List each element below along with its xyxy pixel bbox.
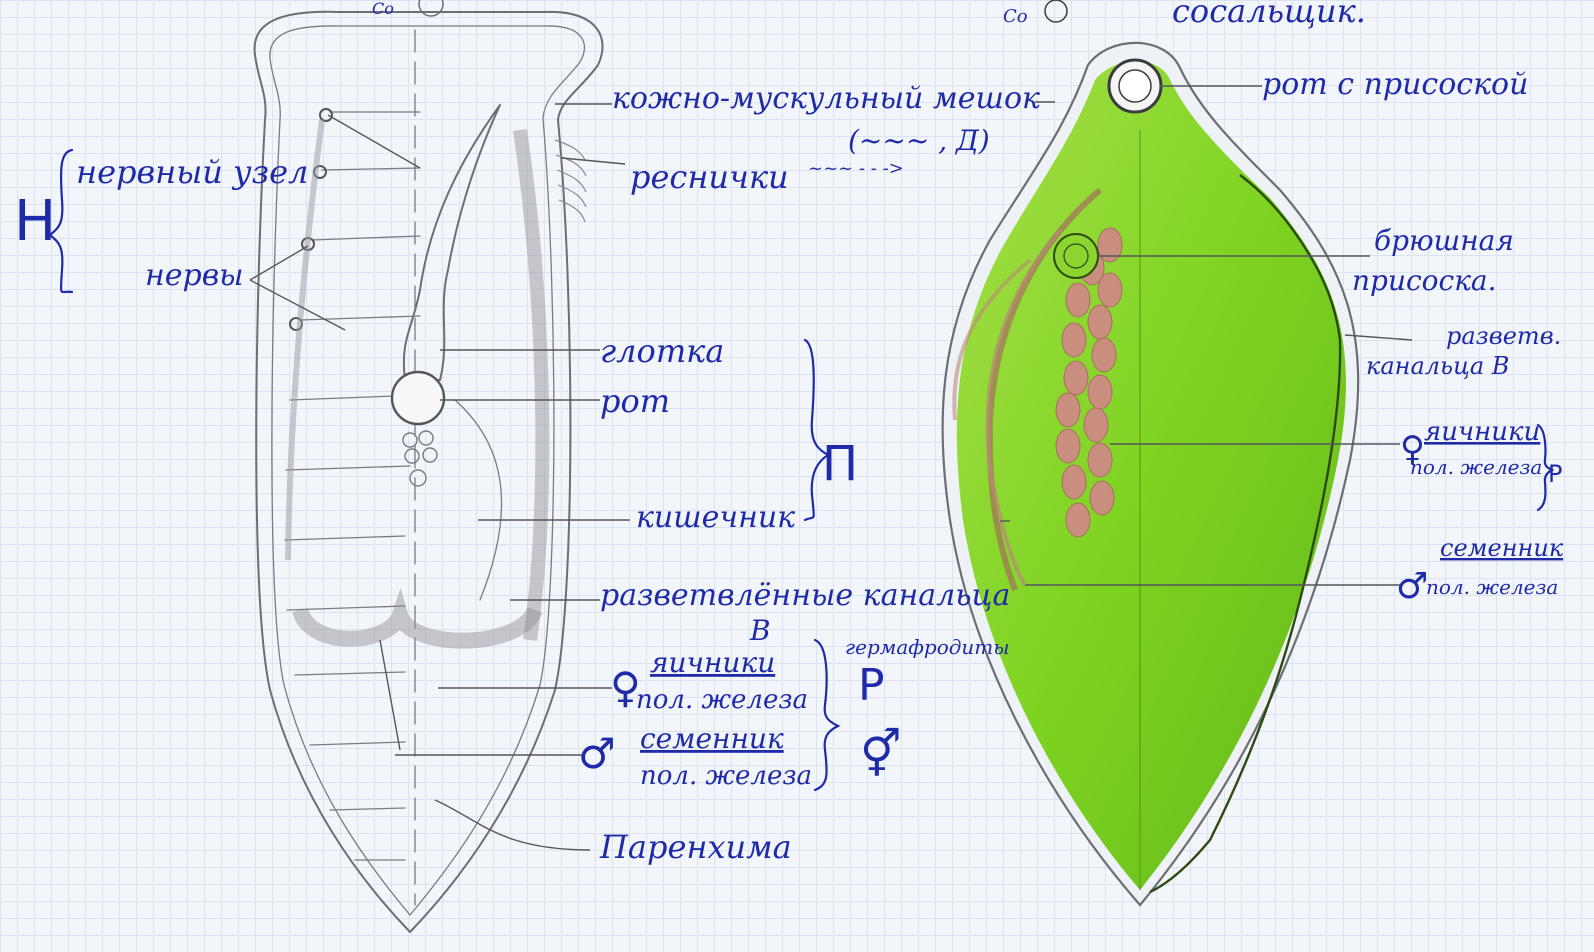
group-h-letter: Н — [14, 189, 56, 254]
label-branched-canals: разветвлённые канальца — [600, 578, 1010, 613]
label-nerves: нервы — [145, 258, 244, 293]
label-fluke-title: сосальщик. — [1172, 0, 1366, 30]
label-ventral-sucker-1: брюшная — [1374, 224, 1514, 257]
planarian-body-outline — [255, 12, 603, 932]
label-ovaries-sub: пол. железа — [636, 685, 808, 715]
label-ventral-sucker-2: присоска. — [1352, 264, 1497, 297]
label-skin-muscle-sac: кожно-мускульный мешок — [612, 81, 1040, 116]
label-parenchyma: Паренхима — [599, 828, 792, 866]
left-co-marker: Co — [372, 0, 394, 18]
label-branched-canals-letter: В — [749, 614, 771, 647]
label-testes-right: семенник — [1440, 534, 1564, 562]
intestine-curve — [455, 400, 502, 600]
label-branched-canals-r2: канальца В — [1366, 352, 1509, 380]
label-testes: семенник — [640, 722, 784, 755]
right-co-marker: Co — [1003, 6, 1028, 27]
male-symbol-right: ♂ — [1396, 566, 1428, 607]
fluke-green-fill — [957, 61, 1346, 890]
label-mouth: рот — [600, 382, 670, 420]
fluke-figure: Co — [943, 0, 1359, 905]
label-intestine: кишечник — [636, 500, 795, 535]
label-ovaries: яичники — [650, 646, 775, 679]
group-r-brace — [815, 640, 838, 790]
label-group-r: Р — [858, 660, 885, 711]
male-symbol: ♂ — [578, 729, 616, 778]
label-branched-canals-r1: разветв. — [1446, 322, 1561, 350]
mouth-circle — [392, 372, 444, 424]
label-ovaries-sub-right: пол. железа — [1410, 455, 1542, 479]
label-mouth-sucker: рот с присоской — [1262, 67, 1528, 102]
label-hermaphrodite: гермафродиты — [845, 635, 1010, 659]
label-cilia: реснички — [630, 158, 789, 196]
label-pharynx: глотка — [600, 332, 724, 370]
label-ovaries-right: яичники — [1424, 417, 1540, 447]
label-testes-sub-right: пол. железа — [1426, 575, 1558, 599]
label-group-p: П — [822, 436, 858, 492]
group-p-brace — [805, 340, 828, 520]
hermaphrodite-symbol: ⚥ — [860, 727, 902, 781]
label-nerve-ganglion: нервный узел — [76, 153, 308, 191]
label-sac-note: (~~~ , Д) — [848, 124, 990, 157]
cilia-strokes — [555, 140, 586, 222]
ventral-sucker — [1054, 234, 1098, 278]
egg-cluster — [403, 431, 437, 486]
pharynx-shape — [404, 105, 500, 380]
label-testes-sub: пол. железа — [640, 761, 812, 791]
label-cilia-note: ~~~ - - -> — [808, 158, 904, 179]
planarian-figure: Co — [255, 0, 603, 932]
label-group-r-right: Р — [1548, 460, 1562, 488]
